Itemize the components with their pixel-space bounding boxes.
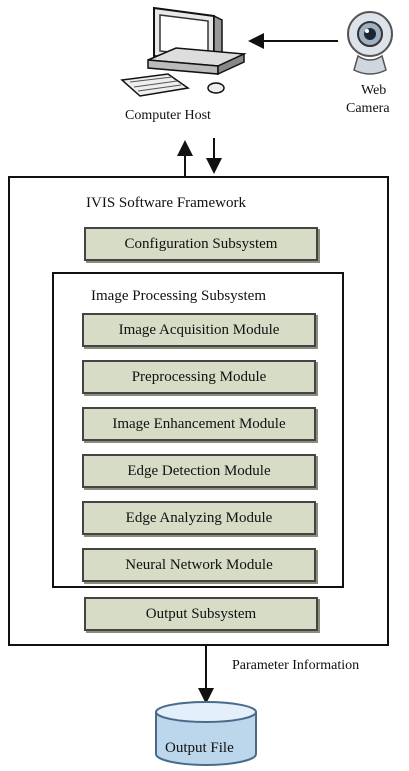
output-subsystem-box: Output Subsystem <box>84 597 318 631</box>
framework-box <box>8 176 389 646</box>
module-label: Image Enhancement Module <box>112 415 286 432</box>
image-enhancement-module: Image Enhancement Module <box>82 407 316 441</box>
desktop-computer-icon <box>120 6 247 97</box>
preprocessing-module: Preprocessing Module <box>82 360 316 394</box>
parameter-information-label: Parameter Information <box>232 658 360 673</box>
database-cylinder-icon <box>155 701 257 766</box>
neural-network-module: Neural Network Module <box>82 548 316 582</box>
module-label: Image Acquisition Module <box>118 321 280 338</box>
configuration-subsystem-box: Configuration Subsystem <box>84 227 318 261</box>
image-processing-title: Image Processing Subsystem <box>91 288 266 304</box>
computer-host-label: Computer Host <box>125 108 211 123</box>
module-label: Neural Network Module <box>125 556 273 573</box>
image-processing-box <box>52 272 344 588</box>
edge-analyzing-module: Edge Analyzing Module <box>82 501 316 535</box>
module-label: Edge Analyzing Module <box>125 509 273 526</box>
webcam-icon <box>347 11 393 75</box>
configuration-subsystem-label: Configuration Subsystem <box>124 235 278 252</box>
module-label: Preprocessing Module <box>131 368 267 385</box>
edge-detection-module: Edge Detection Module <box>82 454 316 488</box>
image-acquisition-module: Image Acquisition Module <box>82 313 316 347</box>
module-label: Edge Detection Module <box>127 462 271 479</box>
output-subsystem-label: Output Subsystem <box>145 605 257 622</box>
framework-title: IVIS Software Framework <box>86 195 246 211</box>
output-file-label: Output File <box>165 740 234 756</box>
web-camera-label-line1: Web <box>361 83 387 98</box>
web-camera-label-line2: Camera <box>346 101 390 116</box>
